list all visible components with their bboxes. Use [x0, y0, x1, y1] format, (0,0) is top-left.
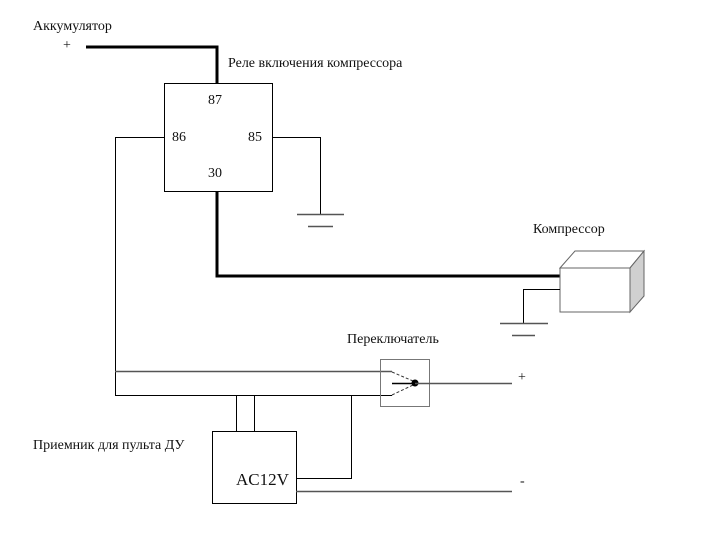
receiver-model-label: AC12V	[236, 470, 289, 489]
compressor-label: Компрессор	[533, 222, 605, 237]
switch-contact-top	[391, 371, 414, 382]
battery-label: Аккумулятор	[33, 19, 112, 34]
receiver-box	[212, 431, 297, 504]
switch-label: Переключатель	[347, 332, 439, 347]
compressor-ground-wire	[523, 289, 560, 323]
relay-30-wire	[215, 191, 560, 278]
relay-pin-30: 30	[208, 166, 222, 181]
relay-box	[164, 83, 273, 192]
receiver-return-wire	[296, 395, 352, 479]
relay-pin-85: 85	[248, 130, 262, 145]
switch-contact-bottom	[391, 384, 414, 396]
receiver-label: Приемник для пульта ДУ	[33, 438, 185, 453]
output-plus-label: +	[518, 370, 526, 385]
compressor-box	[558, 249, 646, 314]
battery-plus-label: +	[63, 38, 71, 53]
relay-pin-87: 87	[208, 93, 222, 108]
battery-wire	[86, 45, 219, 83]
relay-85-wire	[272, 137, 321, 214]
relay-86-wire	[115, 137, 237, 431]
output-minus-label: -	[520, 474, 525, 489]
relay-title: Реле включения компрессора	[228, 56, 403, 71]
relay-pin-86: 86	[172, 130, 186, 145]
